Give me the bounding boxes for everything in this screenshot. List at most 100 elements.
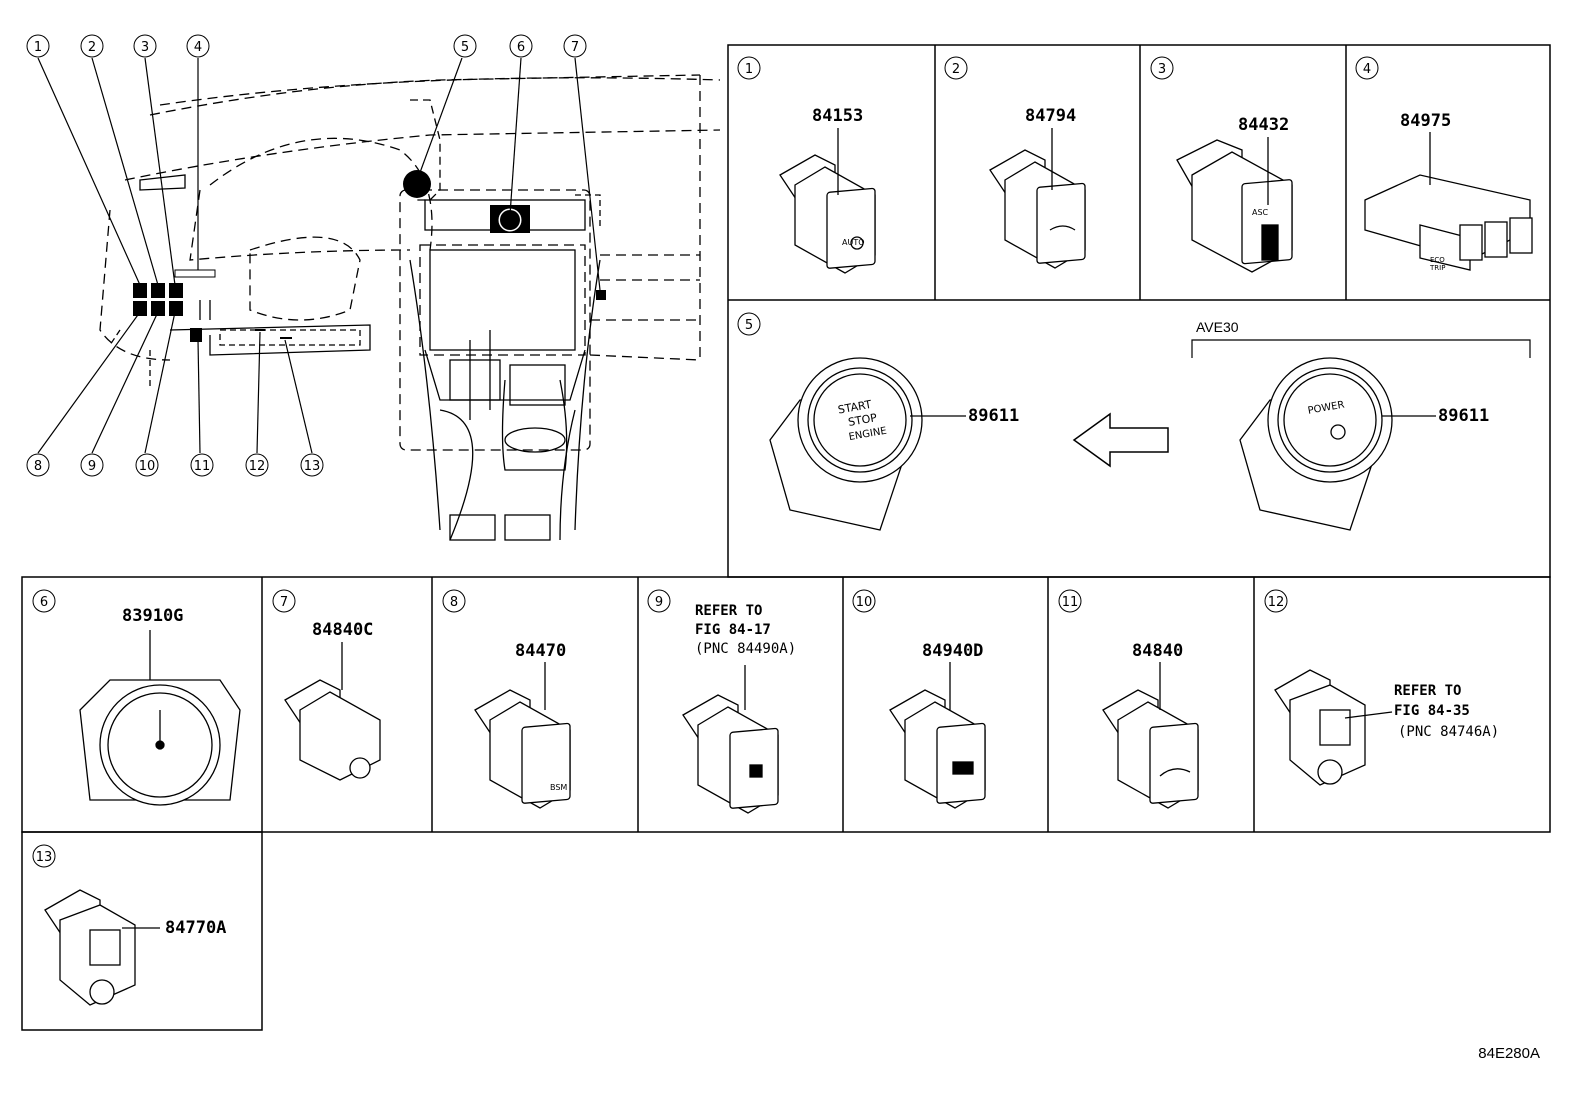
- part-84840C: 84840C: [312, 620, 373, 640]
- svg-text:4: 4: [194, 40, 202, 55]
- panel-3-number: 3: [1150, 56, 1174, 80]
- refer-notes: REFER TO FIG 84-17 (PNC 84490A) REFER TO…: [695, 603, 1499, 740]
- callout-4: 4: [186, 34, 210, 58]
- part-numbers: 84153 84794 84432 84975 89611 89611 8391…: [122, 106, 1489, 938]
- panel-grid: [21, 44, 1551, 1031]
- switch-84470-icon: [474, 689, 571, 809]
- svg-text:12: 12: [249, 459, 266, 474]
- callout-9: 9: [80, 453, 104, 477]
- callout-2: 2: [80, 34, 104, 58]
- refer-12-line3: (PNC 84746A): [1398, 724, 1499, 740]
- refer-12-line2: FIG 84-35: [1394, 703, 1470, 719]
- svg-text:5: 5: [745, 318, 753, 333]
- refer-9-line2: FIG 84-17: [695, 622, 771, 638]
- part-89611-right: 89611: [1438, 406, 1489, 426]
- replacement-arrow: [1072, 412, 1169, 468]
- stop-label: STOP: [847, 411, 878, 429]
- part-89611-left: 89611: [968, 406, 1019, 426]
- switch-83910G-icon: [79, 679, 241, 806]
- overview-leaders: [37, 57, 601, 454]
- svg-text:12: 12: [1268, 595, 1285, 610]
- panel-12-number: 12: [1264, 589, 1288, 613]
- refer-12-line1: REFER TO: [1394, 683, 1461, 699]
- auto-label: AUTO: [842, 238, 865, 247]
- part-83910G: 83910G: [122, 606, 183, 626]
- callout-6: 6: [509, 34, 533, 58]
- callout-1: 1: [26, 34, 50, 58]
- switch-84770A-icon: [44, 889, 136, 1006]
- svg-text:6: 6: [40, 595, 48, 610]
- panel-13-number: 13: [32, 844, 56, 868]
- panel-2-number: 2: [944, 56, 968, 80]
- switch-84432-icon: [1176, 139, 1293, 273]
- switch-84940D-icon: [889, 689, 986, 809]
- refer-9-line3: (PNC 84490A): [695, 641, 796, 657]
- switch-illustrations: AUTO ASC ECO TRIP: [44, 128, 1533, 1006]
- switch-84794-icon: [989, 149, 1086, 269]
- refer-9-line1: REFER TO: [695, 603, 762, 619]
- part-84470: 84470: [515, 641, 566, 661]
- panel-11-number: 11: [1058, 589, 1082, 613]
- panel-5-number: 5: [737, 312, 761, 336]
- callout-3: 3: [133, 34, 157, 58]
- svg-text:9: 9: [655, 595, 663, 610]
- svg-text:5: 5: [461, 40, 469, 55]
- bsm-label: BSM: [550, 783, 567, 792]
- svg-text:11: 11: [194, 459, 211, 474]
- trip-label: TRIP: [1429, 264, 1445, 272]
- part-84975: 84975: [1400, 111, 1451, 131]
- drawing-code: 84E280A: [1478, 1045, 1540, 1062]
- svg-text:8: 8: [34, 459, 42, 474]
- svg-text:4: 4: [1363, 62, 1371, 77]
- eco-label: ECO: [1430, 256, 1445, 264]
- part-84432: 84432: [1238, 115, 1289, 135]
- dashboard-overview: [99, 74, 721, 541]
- switch-84975-icon: [1364, 174, 1533, 271]
- callout-text: 1: [34, 40, 42, 55]
- panel-9-number: 9: [647, 589, 671, 613]
- panel-1-number: 1: [737, 56, 761, 80]
- switch-84840C-icon: [284, 679, 381, 781]
- asc-label: ASC: [1252, 208, 1269, 217]
- callout-13: 13: [300, 453, 324, 477]
- switch-84490A-icon: [682, 694, 779, 814]
- svg-text:7: 7: [280, 595, 288, 610]
- overview-callouts: 1 2 3 4 5 6 7 8 9 10 11 12 13: [26, 34, 587, 477]
- callout-8: 8: [26, 453, 50, 477]
- svg-text:3: 3: [141, 40, 149, 55]
- panel-numbers: 1 2 3 4 5 6 7 8 9 10 11 12 13: [32, 56, 1379, 868]
- callout-11: 11: [190, 453, 214, 477]
- switch-84153-icon: [779, 154, 876, 274]
- svg-text:1: 1: [745, 62, 753, 77]
- start-label: START: [837, 398, 873, 417]
- part-84794: 84794: [1025, 106, 1076, 126]
- part-84840: 84840: [1132, 641, 1183, 661]
- panel-10-number: 10: [852, 589, 876, 613]
- variant-bracket: AVE30: [1191, 319, 1531, 358]
- svg-text:10: 10: [856, 595, 873, 610]
- panel-8-number: 8: [442, 589, 466, 613]
- svg-text:9: 9: [88, 459, 96, 474]
- panel-7-number: 7: [272, 589, 296, 613]
- callout-10: 10: [135, 453, 159, 477]
- callout-5: 5: [453, 34, 477, 58]
- part-84940D: 84940D: [922, 641, 983, 661]
- start-stop-switch-icon: [769, 357, 923, 531]
- svg-text:8: 8: [450, 595, 458, 610]
- svg-text:6: 6: [517, 40, 525, 55]
- switch-84840-icon: [1102, 689, 1199, 809]
- svg-text:13: 13: [304, 459, 321, 474]
- svg-text:11: 11: [1062, 595, 1079, 610]
- switch-block: [133, 170, 606, 342]
- panel-6-number: 6: [32, 589, 56, 613]
- switch-84746A-icon: [1274, 669, 1366, 786]
- panel-4-number: 4: [1355, 56, 1379, 80]
- part-84153: 84153: [812, 106, 863, 126]
- variant-label: AVE30: [1196, 319, 1239, 335]
- svg-text:2: 2: [952, 62, 960, 77]
- svg-text:7: 7: [571, 40, 579, 55]
- part-84770A: 84770A: [165, 918, 226, 938]
- svg-text:2: 2: [88, 40, 96, 55]
- callout-7: 7: [563, 34, 587, 58]
